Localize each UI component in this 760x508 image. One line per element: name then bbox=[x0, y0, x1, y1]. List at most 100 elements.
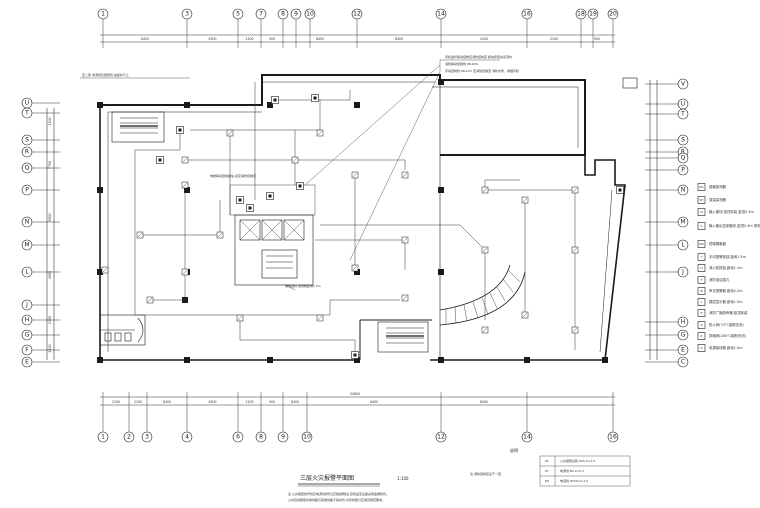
dimension-text: 2100 bbox=[245, 400, 253, 404]
legend-symbol-icon bbox=[697, 298, 706, 306]
module-icon bbox=[351, 351, 359, 359]
column bbox=[267, 102, 273, 108]
legend-symbol-icon bbox=[697, 321, 706, 329]
column bbox=[438, 79, 444, 85]
smoke-detector-icon bbox=[136, 231, 144, 239]
axis-bubble-1: 1 bbox=[97, 8, 109, 48]
axis-label: 12 bbox=[437, 434, 445, 441]
column bbox=[267, 357, 273, 363]
legend-label: 输入模块,吸顶安装 距顶0.3m bbox=[709, 209, 754, 214]
legend-symbol-icon bbox=[697, 196, 706, 204]
axis-bubble-16: 16 bbox=[521, 8, 533, 48]
axis-bubble-M: M bbox=[21, 239, 60, 251]
column bbox=[354, 357, 360, 363]
stair-upper-left bbox=[111, 111, 165, 143]
axis-label: 1 bbox=[101, 11, 105, 18]
column bbox=[184, 187, 190, 193]
label-box bbox=[622, 77, 638, 89]
dimension-text: 900 bbox=[269, 400, 275, 404]
axis-bubble-P: P bbox=[21, 184, 60, 196]
table-code: DH bbox=[545, 479, 550, 483]
axis-label: U bbox=[25, 100, 29, 107]
building-walls bbox=[99, 74, 626, 361]
axis-label: 9 bbox=[294, 11, 298, 18]
dimension-text: 3600 bbox=[48, 213, 52, 221]
axis-bubble-3: 3 bbox=[181, 8, 193, 48]
legend-symbol: Y bbox=[701, 255, 703, 259]
dimension-text: 8400 bbox=[316, 37, 324, 41]
dimension-text: 4200 bbox=[480, 37, 488, 41]
smoke-detector-icon bbox=[521, 311, 529, 319]
axis-bubble-18: 18 bbox=[575, 8, 587, 48]
legend-symbol: G bbox=[700, 346, 703, 350]
dimension-text: 8400 bbox=[395, 37, 403, 41]
legend-symbol: C bbox=[700, 224, 702, 228]
drawing-title: 三层火灾报警平面图 bbox=[300, 474, 354, 482]
axis-bubble-5: 5 bbox=[232, 8, 244, 48]
legend-symbol: M bbox=[700, 210, 703, 214]
smoke-detector-icon bbox=[481, 186, 489, 194]
axis-bubble-L: L bbox=[21, 266, 60, 278]
axis-label: G bbox=[681, 332, 686, 339]
drawing-scale: 1:100 bbox=[397, 476, 409, 481]
smoke-detector-icon bbox=[226, 129, 234, 137]
axis-label: E bbox=[681, 347, 685, 354]
axis-label: 19 bbox=[589, 11, 597, 18]
axis-bubble-U: U bbox=[21, 97, 60, 109]
smoke-detector-icon bbox=[146, 296, 154, 304]
axis-bubble-10: 10 bbox=[301, 392, 313, 443]
axis-label: H bbox=[25, 317, 30, 324]
axis-bubble-F: F bbox=[21, 344, 60, 356]
module-icon bbox=[176, 126, 184, 134]
legend-symbol-icon bbox=[697, 222, 706, 230]
axis-bubble-S: S bbox=[645, 134, 689, 146]
dimension-text: 2100 bbox=[48, 316, 52, 324]
dimension-text: 2100 bbox=[134, 400, 142, 404]
module-icon bbox=[236, 196, 244, 204]
axis-label: E bbox=[25, 359, 29, 366]
axis-bubble-9: 9 bbox=[277, 392, 289, 443]
table-code: DY bbox=[545, 469, 549, 473]
axis-bubble-7: 7 bbox=[255, 8, 267, 48]
dimension-text: 6300 bbox=[208, 37, 216, 41]
column bbox=[354, 269, 360, 275]
module-icon bbox=[296, 182, 304, 190]
stair-lower bbox=[359, 319, 432, 360]
axis-bubble-N: N bbox=[21, 216, 60, 228]
elevator-note: 电梯联动控制模块 接至消防控制室 bbox=[210, 173, 256, 178]
axis-bubble-G: G bbox=[21, 329, 60, 341]
legend-symbol-icon bbox=[697, 240, 706, 248]
shaft-note: 弱电竖井 接线箱距地1.5m bbox=[285, 283, 321, 288]
legend-item: G 电源接线箱 距地1.5m bbox=[697, 344, 743, 352]
axis-bubble-N: N bbox=[645, 184, 689, 196]
axis-label: 8 bbox=[259, 434, 263, 441]
smoke-detector-icon bbox=[216, 231, 224, 239]
dimension-text: 8400 bbox=[291, 400, 299, 404]
legend-label: 电源接线箱 距地1.5m bbox=[709, 345, 743, 350]
axis-bubble-2: 2 bbox=[123, 392, 135, 443]
axis-bubble-M: M bbox=[645, 216, 689, 228]
axis-label: 14 bbox=[437, 11, 445, 18]
smoke-detector-icon bbox=[291, 156, 299, 164]
module-icon bbox=[156, 156, 164, 164]
legend-symbol-icon bbox=[697, 309, 706, 317]
axis-label: 1 bbox=[101, 434, 105, 441]
smoke-detector-icon bbox=[481, 326, 489, 334]
axis-bubble-J: J bbox=[21, 299, 60, 311]
axis-bubble-T: T bbox=[645, 108, 689, 120]
axis-label: 20 bbox=[609, 11, 617, 18]
axis-label: Q bbox=[25, 165, 30, 172]
legend-symbol-icon bbox=[697, 183, 706, 191]
module-icon bbox=[311, 94, 319, 102]
table-desc: 电话线 RVVP-2×1.0 bbox=[560, 478, 588, 483]
dimension-text: 2100 bbox=[245, 37, 253, 41]
legend-label: 排烟阀(280°C熔断关闭) bbox=[709, 333, 747, 338]
legend-label: 消火栓按钮,距地1.1m bbox=[709, 265, 743, 270]
